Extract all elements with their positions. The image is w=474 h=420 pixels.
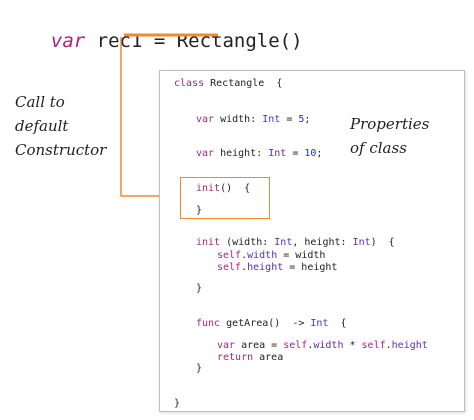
code-line-area: var area = self.width * self.height (217, 340, 428, 351)
properties-note-line-1: Properties (350, 115, 430, 133)
code-line-func: func getArea() -> Int { (196, 318, 347, 329)
code-line-init: init() { (196, 183, 251, 194)
code-line-self-height: self.height = height (217, 262, 338, 273)
code-line-height: var height: Int = 10; (196, 148, 323, 159)
note-line-2: default (15, 117, 69, 135)
code-line-init-params: init (width: Int, height: Int) { (196, 237, 395, 248)
properties-note-line-2: of class (350, 139, 407, 157)
code-line-func-close: } (196, 363, 203, 374)
code-line-width: var width: Int = 5; (196, 114, 311, 125)
code-line-class: class Rectangle { (174, 78, 283, 89)
note-line-3: Constructor (15, 141, 107, 159)
arrow-path (120, 37, 172, 197)
code-panel (159, 70, 465, 412)
code-line-init-params-close: } (196, 283, 203, 294)
code-line-init-close: } (196, 205, 203, 216)
note-line-1: Call to (15, 93, 65, 111)
var-keyword: var (50, 30, 86, 52)
code-line-self-width: self.width = width (217, 250, 326, 261)
default-init-highlight (180, 177, 270, 219)
properties-note: Properties of class (350, 112, 429, 160)
code-line-return: return area (217, 352, 284, 363)
code-line-class-close: } (174, 398, 181, 409)
